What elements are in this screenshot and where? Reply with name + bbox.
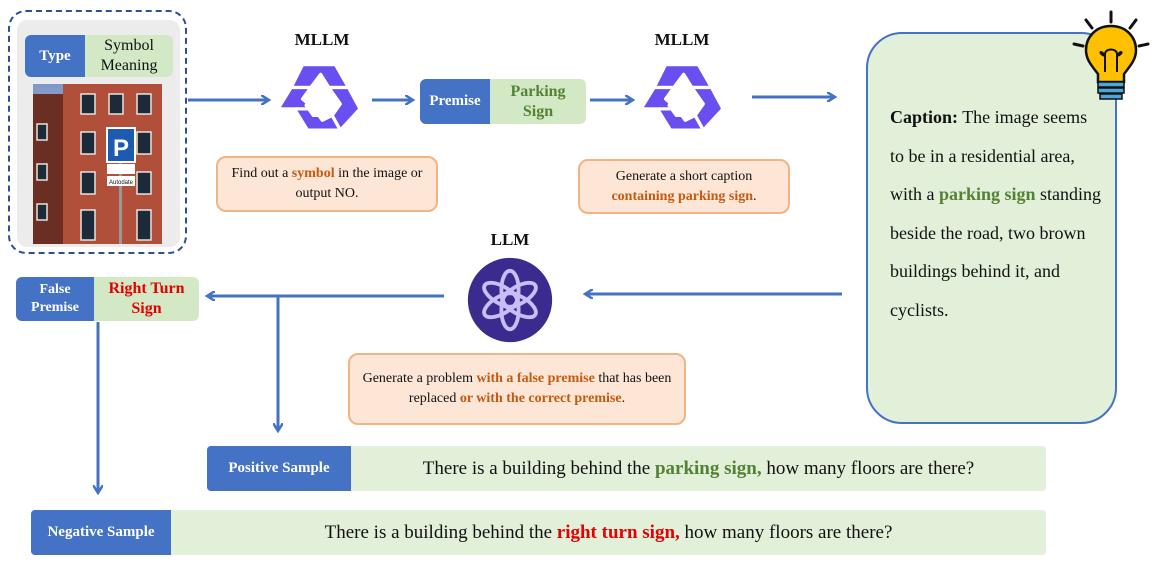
type-value: Symbol Meaning [85, 35, 173, 77]
negative-sample-text-b: how many floors are there? [679, 521, 893, 543]
false-premise-label: False Premise Right Turn Sign [16, 277, 199, 321]
mllm-1-instruction-highlight: symbol [291, 166, 335, 181]
openai-logo-icon [467, 257, 553, 343]
mllm-1-instruction: Find out a symbol in the image or output… [216, 156, 438, 212]
mllm-1-title: MLLM [294, 30, 350, 49]
llm-instruction-highlight-1: with a false premise [476, 371, 595, 386]
negative-sample-highlight: right turn sign, [556, 521, 680, 543]
mllm-1-instruction-text-a: Find out a [231, 166, 292, 181]
type-label: Type Symbol Meaning [25, 35, 173, 77]
negative-sample: Negative Sample There is a building behi… [31, 510, 1046, 555]
llm-instruction-text-c: . [621, 391, 626, 406]
building-photo-illustration: P Autodate [33, 84, 162, 244]
caption-box: Caption: The image seems to be in a resi… [866, 32, 1117, 424]
lightbulb-icon [1072, 10, 1150, 100]
negative-sample-label: Negative Sample [31, 510, 171, 555]
positive-sample: Positive Sample There is a building behi… [207, 446, 1046, 491]
false-premise-tag: False Premise [16, 277, 94, 321]
llm-instruction: Generate a problem with a false premise … [348, 353, 686, 425]
parking-sign-letter: P [113, 135, 129, 162]
positive-sample-text-b: how many floors are there? [761, 457, 975, 479]
llm-instruction-text-b: that has been replaced [408, 371, 672, 406]
qwen-logo-icon-2 [641, 62, 723, 132]
premise-value: Parking Sign [490, 79, 586, 124]
positive-sample-text: There is a building behind the parking s… [351, 446, 1046, 491]
parking-sign-icon [106, 127, 136, 163]
parking-sign-sublabel: Autodate [109, 180, 134, 186]
caption-label: Caption: [890, 107, 959, 127]
mllm-2-instruction: Generate a short caption containing park… [578, 159, 790, 214]
mllm-2-instruction-text-a: Generate a short caption [615, 168, 753, 184]
caption-text: Caption: The image seems to be in a resi… [890, 98, 1102, 329]
positive-sample-text-a: There is a building behind the [422, 457, 655, 479]
premise-label: Premise Parking Sign [420, 79, 586, 124]
positive-sample-label: Positive Sample [207, 446, 351, 491]
caption-text-b: standing beside the road, two brown buil… [890, 184, 1102, 320]
llm-instruction-text-a: Generate a problem [362, 371, 477, 386]
positive-sample-highlight: parking sign, [654, 457, 762, 479]
input-photo: P Autodate [33, 84, 162, 244]
premise-tag: Premise [420, 79, 490, 124]
caption-text-a: The image seems to be in a residential a… [890, 107, 1088, 204]
negative-sample-text-a: There is a building behind the [324, 521, 557, 543]
llm-title: LLM [490, 230, 530, 249]
caption-highlight: parking sign [939, 184, 1036, 204]
negative-sample-text: There is a building behind the right tur… [171, 510, 1046, 555]
qwen-logo-icon [278, 62, 360, 132]
false-premise-value: Right Turn Sign [94, 277, 199, 321]
mllm-2-title: MLLM [654, 30, 710, 49]
llm-instruction-highlight-2: or with the correct premise [459, 391, 622, 406]
mllm-2-instruction-text-b: . [753, 188, 757, 204]
mllm-2-instruction-highlight: containing parking sign [611, 188, 754, 204]
type-tag: Type [25, 35, 85, 77]
mllm-1-instruction-text-b: in the image or output NO. [295, 166, 423, 201]
